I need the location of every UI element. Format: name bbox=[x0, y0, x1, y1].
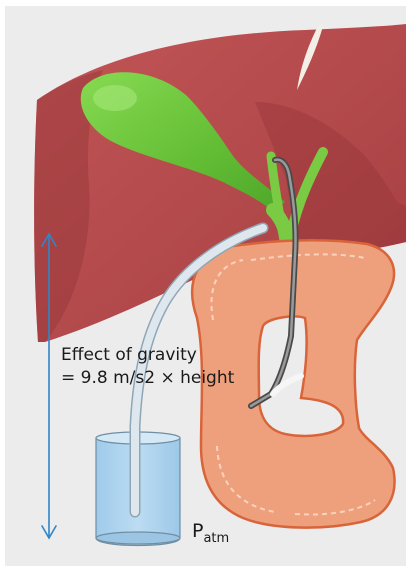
pressure-subscript: atm bbox=[203, 531, 229, 546]
pressure-symbol: P bbox=[192, 520, 203, 542]
atmospheric-pressure-label: Patm bbox=[192, 520, 229, 546]
gravity-annotation: Effect of gravity = 9.8 m/s2 × height bbox=[61, 344, 234, 390]
diagram-panel: Effect of gravity = 9.8 m/s2 × height Pa… bbox=[5, 6, 406, 566]
biliary-drainage-illustration bbox=[5, 6, 406, 566]
gravity-label-line2: = 9.8 m/s2 × height bbox=[61, 367, 234, 390]
gravity-label-line1: Effect of gravity bbox=[61, 344, 234, 367]
